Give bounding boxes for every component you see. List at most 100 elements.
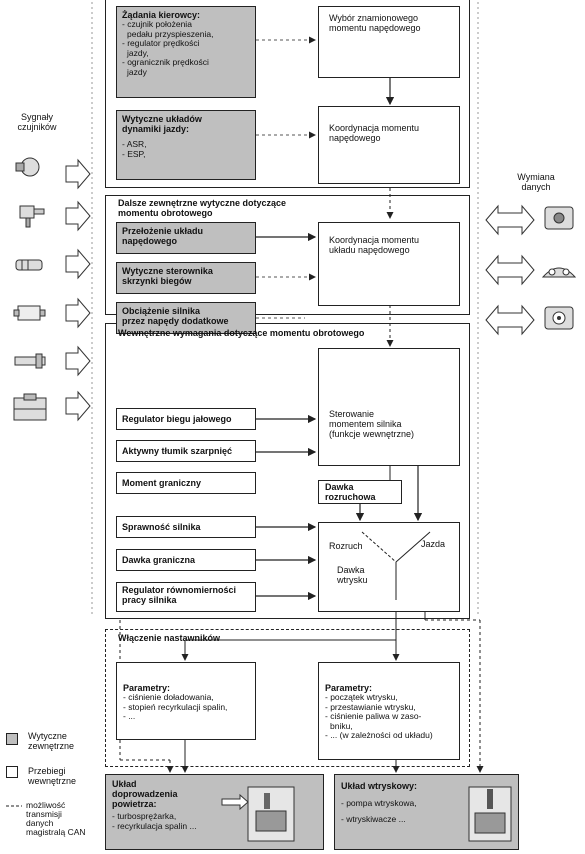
injection-system-list: - pompa wtryskowa, - wtryskiwacze ...: [341, 798, 512, 824]
air-param-item: - ciśnienie doładowania,: [123, 692, 214, 702]
legend-external-line1: Wytyczne: [28, 731, 67, 741]
dynamics-item: - ASR,: [122, 139, 147, 149]
air-params-box: Parametry: - ciśnienie doładowania, - st…: [116, 662, 256, 740]
injection-system-title: Układ wtryskowy:: [341, 781, 418, 791]
instrument-cluster-icon: [541, 267, 577, 278]
speed-sensor-icon: [14, 353, 46, 369]
sensor-signals-label-line1: Sygnały: [20, 112, 54, 122]
gear-ratio-line1: Przełożenie układu: [122, 226, 204, 236]
injector-cylinder-icon: [468, 786, 512, 842]
legend-external-swatch: [6, 733, 18, 745]
injection-params-list: - początek wtrysku, - przestawianie wtry…: [325, 692, 453, 741]
rail-pressure-sensor-icon: [13, 305, 46, 321]
smooth-running-line2: pracy silnika: [122, 595, 177, 605]
control-unit-icon: [544, 206, 574, 230]
air-system-title-line2: doprowadzenia: [112, 789, 178, 799]
driver-requests-list: - czujnik położenia pedału przyspieszeni…: [122, 19, 250, 77]
driver-item: jazdy: [127, 66, 147, 77]
engine-efficiency-box: Sprawność silnika: [116, 516, 256, 538]
gearbox-line1: Wytyczne sterownika: [122, 266, 213, 276]
external-title: Dalsze zewnętrzne wytyczne dotyczące mom…: [118, 198, 286, 218]
legend-can-label: możliwość transmisji danych magistralą C…: [26, 801, 86, 837]
idle-regulator-box: Regulator biegu jałowego: [116, 408, 256, 430]
data-exchange-label-line2: danych: [521, 182, 551, 192]
start-mode-label: Rozruch: [329, 541, 363, 551]
nominal-torque-box: Wybór znamionowego momentu napędowego: [318, 6, 460, 78]
limit-dose-box: Dawka graniczna: [116, 549, 256, 571]
gear-ratio-box: Przełożenie układu napędowego: [116, 222, 256, 254]
legend-internal-label: Przebiegi wewnętrzne: [28, 766, 76, 786]
actuators-title: Włączenie nastawników: [118, 633, 221, 643]
injection-param-item: - początek wtrysku,: [325, 692, 398, 702]
legend-can-line1: możliwość: [26, 800, 66, 810]
air-system-title-line1: Układ: [112, 779, 137, 789]
legend-can-line3: danych: [26, 818, 54, 828]
injection-system-box: Układ wtryskowy: - pompa wtryskowa, - wt…: [334, 774, 519, 850]
air-mass-meter-icon: [13, 393, 47, 421]
gearbox-box: Wytyczne sterownika skrzynki biegów: [116, 262, 256, 294]
air-param-item: - ...: [123, 711, 136, 721]
engine-cylinder-icon: [221, 786, 295, 842]
driver-requests-box: Żądania kierowcy: - czujnik położenia pe…: [116, 6, 256, 98]
nominal-torque-line2: momentu napędowego: [329, 23, 421, 33]
engine-load-line2: przez napędy dodatkowe: [122, 316, 229, 326]
injection-params-title: Parametry:: [325, 683, 373, 693]
drivetrain-coordination-box: Koordynacja momentu układu napędowego: [318, 222, 460, 306]
dynamics-title-line2: dynamiki jazdy:: [122, 124, 190, 134]
dynamics-list: - ASR, - ESP,: [122, 139, 250, 159]
injection-param-item: - ... (w zależności od układu): [325, 730, 433, 740]
jerk-damper-box: Aktywny tłumik szarpnięć: [116, 440, 256, 462]
sensor-signals-label: Sygnały czujników: [10, 112, 64, 132]
engine-torque-control-box: Sterowanie momentem silnika (funkcje wew…: [318, 348, 460, 466]
drivetrain-coordination-line1: Koordynacja momentu: [329, 235, 420, 245]
temperature-sensor-icon: [19, 205, 45, 228]
air-params-list: - ciśnienie doładowania, - stopień recyr…: [123, 692, 249, 722]
start-dose-line1: Dawka: [325, 482, 354, 492]
abs-unit-icon: [544, 306, 574, 330]
air-supply-system-box: Układ doprowadzenia powietrza: - turbosp…: [105, 774, 324, 850]
driver-item: - regulator prędkości: [122, 38, 200, 48]
injection-system-item: - wtryskiwacze ...: [341, 813, 406, 824]
air-params-title: Parametry:: [123, 683, 171, 693]
injection-dose-box: Rozruch Jazda Dawka wtrysku: [318, 522, 460, 612]
driver-item: jazdy,: [127, 47, 149, 58]
throttle-sensor-icon: [15, 157, 40, 177]
torque-coordination-line1: Koordynacja momentu: [329, 123, 420, 133]
injection-params-box: Parametry: - początek wtrysku, - przesta…: [318, 662, 460, 760]
injection-dose-line1: Dawka: [337, 565, 365, 575]
limit-torque-box: Moment graniczny: [116, 472, 256, 494]
driver-item: pedału przyspieszenia,: [127, 28, 214, 39]
air-system-list: - turbosprężarka, - recyrkulacja spalin …: [112, 811, 317, 831]
driver-requests-title: Żądania kierowcy:: [122, 10, 201, 20]
drivetrain-coordination-line2: układu napędowego: [329, 245, 410, 255]
air-system-item: - turbosprężarka,: [112, 811, 177, 821]
driver-item: - ogranicznik prędkości: [122, 57, 209, 67]
legend-external-label: Wytyczne zewnętrzne: [28, 731, 74, 751]
legend-external-line2: zewnętrzne: [28, 741, 75, 751]
engine-load-line1: Obciążenie silnika: [122, 306, 201, 316]
torque-coordination-box: Koordynacja momentu napędowego: [318, 106, 460, 184]
drive-mode-label: Jazda: [421, 539, 446, 549]
data-exchange-label-line1: Wymiana: [517, 172, 555, 182]
legend-can-line2: transmisji: [26, 809, 62, 819]
engine-control-line1: Sterowanie: [329, 409, 375, 419]
legend-can-line4: magistralą CAN: [26, 827, 86, 837]
engine-control-line3: (funkcje wewnętrzne): [329, 429, 415, 439]
dynamics-title-line1: Wytyczne układów: [122, 114, 202, 124]
legend-internal-line2: wewnętrzne: [28, 776, 77, 786]
engine-load-box: Obciążenie silnika przez napędy dodatkow…: [116, 302, 256, 334]
torque-coordination-line2: napędowego: [329, 133, 381, 143]
data-exchange-label: Wymiana danych: [506, 172, 566, 192]
start-dose-line2: rozruchowa: [325, 492, 376, 502]
air-param-item: - stopień recyrkulacji spalin,: [123, 701, 228, 712]
smooth-running-box: Regulator równomierności pracy silnika: [116, 582, 256, 612]
air-system-title-line3: powietrza:: [112, 799, 157, 809]
injection-param-item: - ciśnienie paliwa w zaso-: [325, 711, 422, 721]
dynamics-box: Wytyczne układów dynamiki jazdy: - ASR, …: [116, 110, 256, 180]
sensor-signals-label-line2: czujników: [17, 122, 57, 132]
nominal-torque-line1: Wybór znamionowego: [329, 13, 418, 23]
gear-ratio-line2: napędowego: [122, 236, 178, 246]
internal-title: Wewnętrzne wymagania dotyczące momentu o…: [118, 328, 365, 338]
injection-dose-line2: wtrysku: [337, 575, 368, 585]
